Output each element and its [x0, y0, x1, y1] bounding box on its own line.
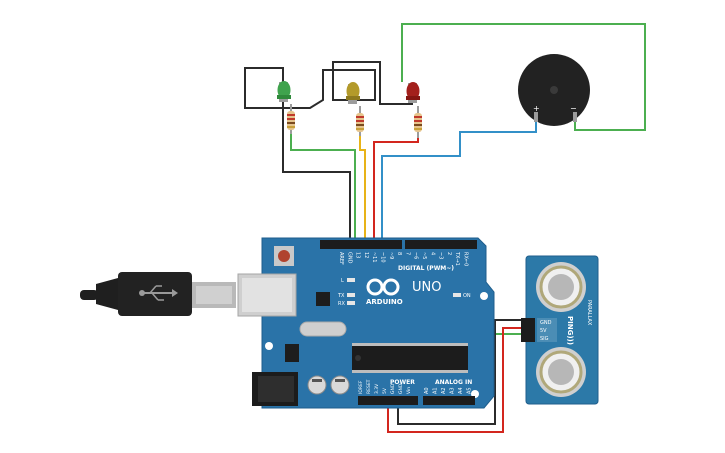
digital-pin-label: ~9 [388, 252, 394, 259]
resistor-yellow-led[interactable] [356, 106, 364, 136]
digital-pin-label: AREF [338, 252, 344, 265]
crystal [299, 321, 347, 337]
buzzer-minus-label: − [570, 104, 577, 113]
piezo-buzzer[interactable]: + − [518, 54, 590, 126]
wire-green-buzzer-loop[interactable] [401, 23, 646, 131]
digital-pin-label: 12 [363, 252, 369, 258]
sensor-name: PING))) [566, 316, 574, 345]
on-label: ON [463, 293, 471, 299]
wire-green-pin13[interactable] [290, 132, 356, 244]
digital-pin-label: ~5 [421, 252, 427, 259]
digital-header-left[interactable] [320, 240, 402, 249]
power-pin-label: GND [390, 383, 396, 394]
analog-pin-label: A1 [433, 387, 439, 394]
analog-pin-label: A4 [458, 387, 464, 394]
led-red[interactable] [406, 82, 420, 103]
digital-pin-label: 2 [446, 252, 452, 255]
digital-header-right[interactable] [405, 240, 477, 249]
sensor-side-text: PARALLAX [586, 300, 592, 326]
brand-label: ARDUINO [366, 298, 403, 306]
digital-pin-label: ~11 [371, 252, 377, 263]
sensor-pin-header[interactable] [521, 318, 535, 342]
digital-label: DIGITAL (PWM~) [398, 265, 454, 272]
reset-button[interactable] [274, 246, 294, 266]
sensor-pin-sig: SIG [540, 336, 549, 342]
led-tx-label: TX [337, 293, 345, 299]
power-pin-label: 5V [382, 387, 388, 394]
power-pin-label: RESET [366, 379, 372, 394]
analog-pin-label: A3 [450, 387, 456, 394]
digital-pin-label: ~3 [438, 252, 444, 259]
atmega-chip [352, 343, 468, 373]
digital-pin-label: GND [346, 252, 352, 264]
analog-pin-label: A5 [467, 387, 473, 394]
buzzer-plus-label: + [533, 104, 540, 113]
led-rx-label: RX [338, 301, 345, 307]
led-green[interactable] [277, 81, 291, 102]
digital-pin-label: 13 [355, 252, 361, 258]
sensor-pin-gnd: GND [540, 320, 552, 326]
analog-pin-label: A2 [441, 387, 447, 394]
sensor-pin-5v: 5V [540, 328, 547, 334]
arduino-logo-icon [366, 278, 400, 296]
usb-cable[interactable] [80, 272, 236, 316]
wire-blue-pin10[interactable] [381, 118, 537, 244]
capacitor-1 [307, 375, 327, 395]
power-header[interactable] [358, 396, 418, 405]
wire-yellow-pin12[interactable] [359, 134, 366, 244]
analog-pin-label: A0 [424, 387, 430, 394]
resistor-red-led[interactable] [414, 106, 422, 138]
ultrasonic-sensor[interactable]: GND 5V SIG PING))) PARALLAX [521, 255, 599, 405]
wire-black-sensor-gnd[interactable] [397, 319, 525, 425]
led-l-label: L [341, 278, 344, 284]
digital-pin-label: ~10 [380, 252, 386, 263]
power-pin-label: 3.3V [374, 383, 380, 394]
digital-pin-label: 4 [429, 252, 435, 255]
resistor-green-led[interactable] [287, 104, 295, 134]
wire-black-green-led-loop[interactable] [244, 67, 376, 109]
wire-black-gnd[interactable] [282, 100, 351, 244]
digital-pin-label: ~6 [413, 252, 419, 259]
wire-red-pin11[interactable] [373, 136, 419, 244]
analog-label: ANALOG IN [435, 379, 472, 386]
power-label: POWER [390, 379, 415, 386]
digital-pin-label: 8 [396, 252, 402, 255]
power-pin-label: GND [398, 383, 404, 394]
digital-pin-label: TX→1 [454, 251, 460, 266]
board-name-label: UNO [412, 280, 441, 295]
power-pin-label: Vin [406, 387, 412, 394]
capacitor-2 [330, 375, 350, 395]
usb-symbol-icon [139, 285, 178, 301]
wire-red-sensor-5v[interactable] [387, 327, 525, 433]
digital-pin-label: RX←0 [463, 252, 469, 266]
wire-black-yellow-red-loop[interactable] [332, 61, 413, 105]
digital-pin-label: 7 [404, 252, 410, 255]
transducer-bottom [536, 347, 586, 397]
analog-header[interactable] [423, 396, 475, 405]
transducer-top [536, 262, 586, 312]
power-pin-label: IOREF [358, 380, 364, 394]
led-yellow[interactable] [346, 82, 360, 104]
